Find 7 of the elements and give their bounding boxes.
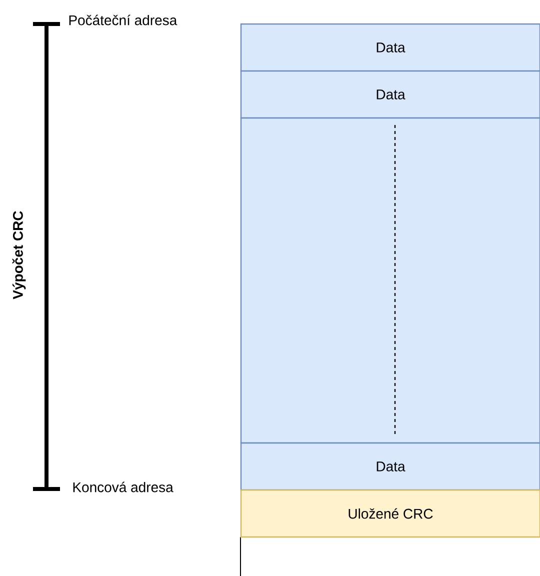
memory-block: Data [240, 442, 540, 491]
memory-block: Data [240, 23, 540, 72]
address-label: Koncová adresa [73, 482, 174, 492]
crc-block: Uložené CRC [240, 489, 540, 538]
memory-block: Data [240, 70, 540, 119]
address-label: Počáteční adresa [69, 14, 178, 26]
axis-label: Výpočet CRC [12, 211, 26, 300]
